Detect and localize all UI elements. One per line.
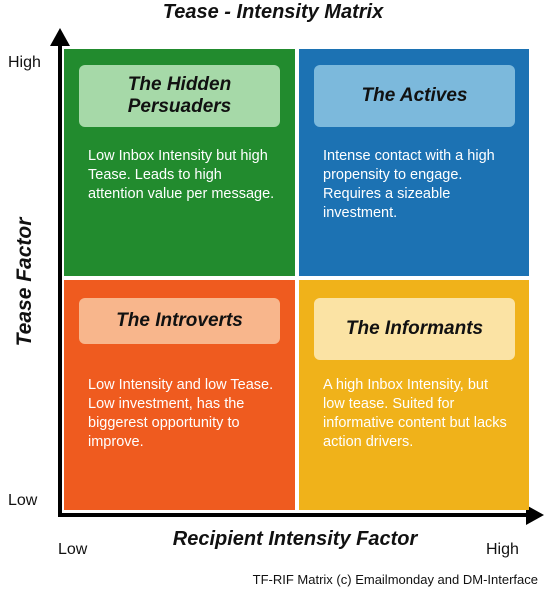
credit-line: TF-RIF Matrix (c) Emailmonday and DM-Int…: [252, 572, 538, 587]
quadrant-informants: The Informants A high Inbox Intensity, b…: [299, 280, 529, 510]
quadrant-title: The Hidden Persuaders: [79, 65, 280, 127]
quadrant-actives: The Actives Intense contact with a high …: [299, 49, 529, 276]
quadrant-description: A high Inbox Intensity, but low tease. S…: [323, 377, 507, 450]
x-axis-high-label: High: [486, 541, 519, 558]
quadrant-title: The Introverts: [79, 298, 280, 344]
quadrant-title: The Actives: [314, 65, 515, 127]
x-axis-arrow: [526, 505, 544, 525]
x-axis-low-label: Low: [58, 541, 88, 558]
quadrant-hidden-persuaders: The Hidden Persuaders Low Inbox Intensit…: [64, 49, 295, 276]
quadrant-description: Intense contact with a high propensity t…: [323, 148, 495, 221]
quadrant-introverts: The Introverts Low Intensity and low Tea…: [64, 280, 295, 510]
x-axis-label: Recipient Intensity Factor: [172, 528, 418, 550]
quadrant-description: Low Intensity and low Tease. Low investm…: [88, 377, 274, 450]
y-axis-label: Tease Factor: [13, 217, 36, 347]
y-axis-low-label: Low: [8, 492, 38, 509]
quadrant-title: The Informants: [314, 298, 515, 360]
quadrant-description: Low Inbox Intensity but high Tease. Lead…: [88, 148, 275, 202]
y-axis-arrow: [50, 28, 70, 46]
matrix-title: Tease - Intensity Matrix: [162, 1, 384, 23]
y-axis-high-label: High: [8, 54, 41, 71]
